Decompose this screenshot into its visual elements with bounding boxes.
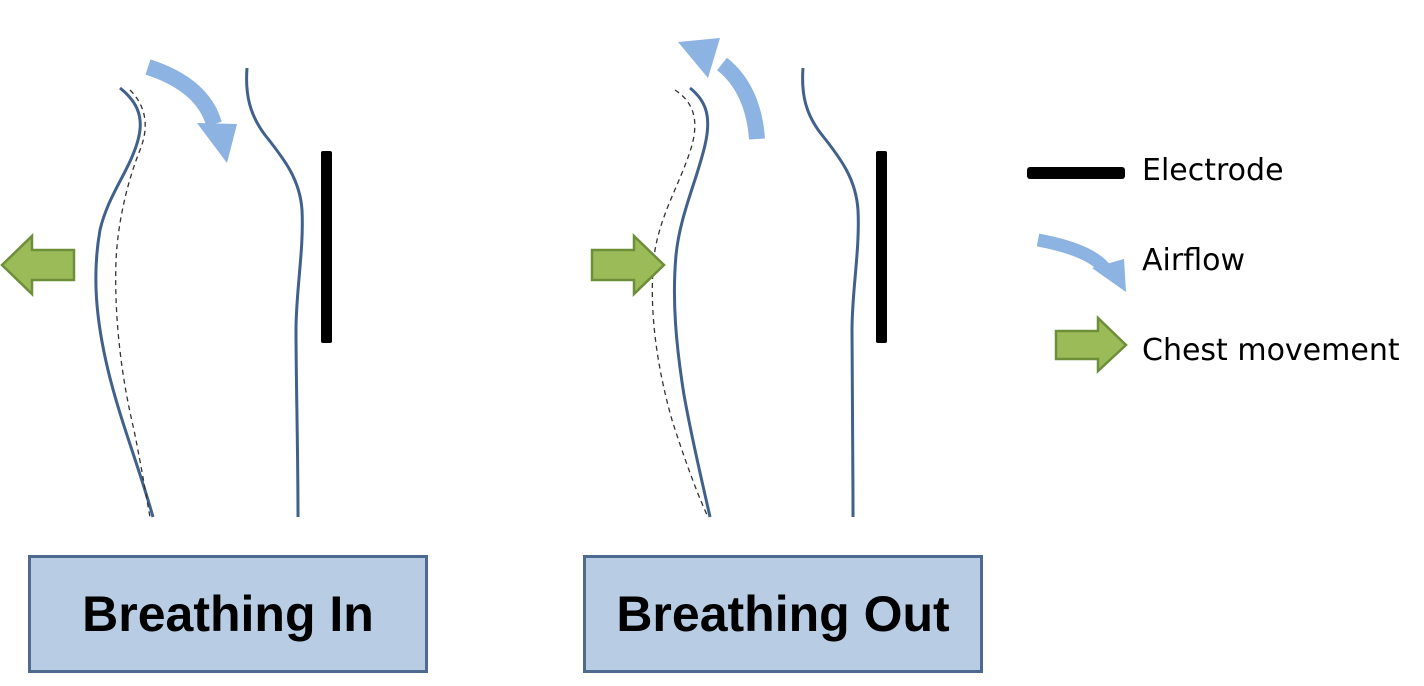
legend-chest-movement-label: Chest movement <box>1142 333 1400 368</box>
chest-rest-dashed-out <box>651 89 709 518</box>
chest-arrow-out <box>590 233 666 297</box>
chest-arrow-in <box>0 233 76 297</box>
back-outline-in <box>245 67 304 518</box>
back-outline-out <box>801 67 860 518</box>
airflow-arrow-in <box>145 59 237 163</box>
legend-chest-movement-swatch <box>1054 315 1128 374</box>
chest-rest-dashed-in <box>115 89 151 518</box>
legend <box>1027 167 1128 374</box>
legend-airflow-label: Airflow <box>1142 243 1245 278</box>
airflow-arrow-out <box>678 38 765 140</box>
breathing-in-label: Breathing In <box>28 555 428 673</box>
legend-electrode-swatch <box>1027 167 1125 179</box>
chest-outline-out <box>672 86 712 518</box>
electrode-in <box>321 151 332 343</box>
panel-breathing-out <box>590 38 887 518</box>
chest-outline-in <box>94 86 155 518</box>
breathing-out-label: Breathing Out <box>583 555 983 673</box>
legend-airflow-swatch <box>1036 233 1126 292</box>
electrode-out <box>876 151 887 343</box>
legend-electrode-label: Electrode <box>1142 153 1284 188</box>
panel-breathing-in <box>0 59 332 518</box>
